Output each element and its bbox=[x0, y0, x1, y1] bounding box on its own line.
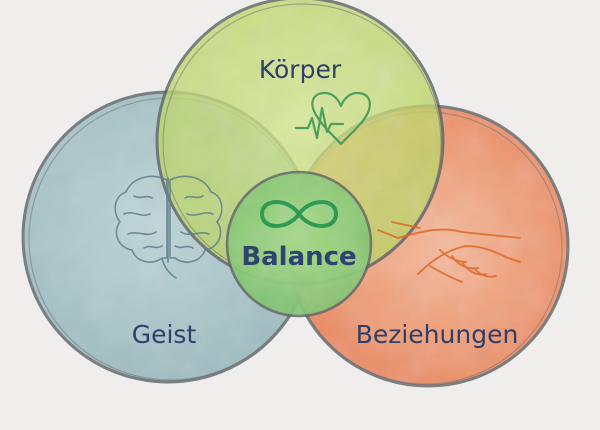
label-balance: Balance bbox=[241, 242, 356, 272]
label-beziehungen: Beziehungen bbox=[356, 320, 519, 349]
brain-icon bbox=[114, 175, 223, 279]
infinity-icon bbox=[259, 200, 339, 228]
label-koerper: Körper bbox=[259, 55, 342, 84]
heart-ecg-icon bbox=[294, 91, 371, 146]
handshake-icon bbox=[377, 221, 521, 283]
label-geist: Geist bbox=[132, 320, 197, 349]
